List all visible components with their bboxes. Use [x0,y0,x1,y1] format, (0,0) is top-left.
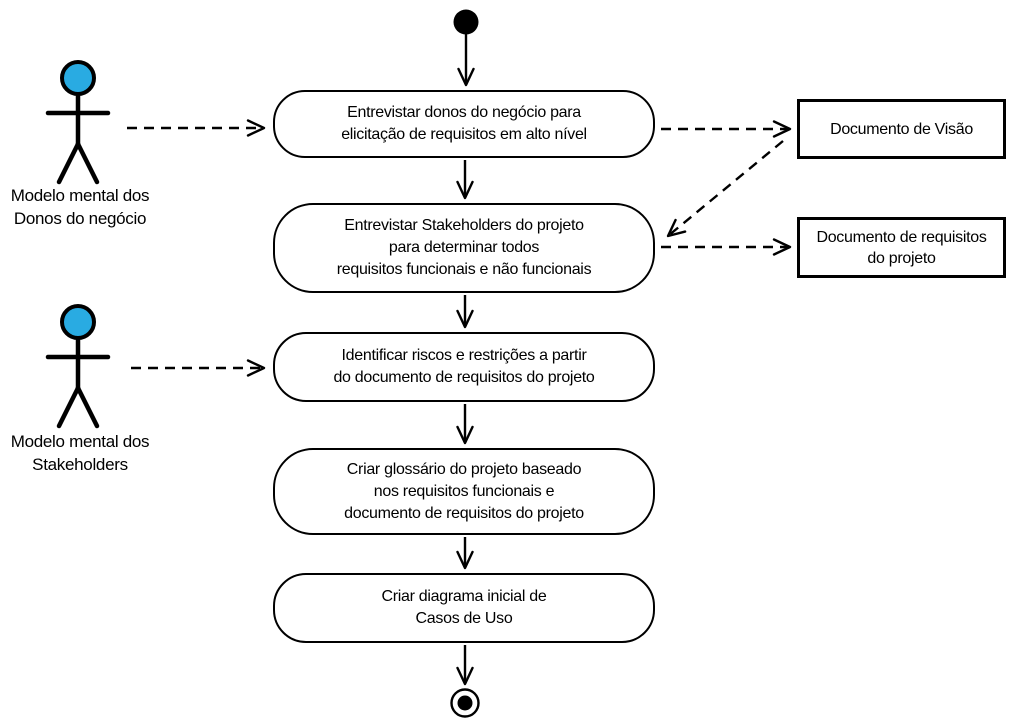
activity-entrevistar-donos-negocio: Entrevistar donos do negócio para elicit… [273,90,655,158]
activity-entrevistar-stakeholders: Entrevistar Stakeholders do projeto para… [273,203,655,293]
activity-text-line: Criar diagrama inicial de [381,588,547,605]
actor-label-line: Modelo mental dos [10,432,150,451]
actor-donos-do-negocio-label: Modelo mental dos Donos do negócio [0,184,160,230]
initial-node [453,9,479,35]
documento-de-requisitos-box: Documento de requisitos do projeto [797,217,1006,278]
actor-label-line: Stakeholders [32,455,128,474]
actor-right-leg-icon [75,385,100,429]
actor-left-leg-icon [56,141,81,185]
activity-text-line: Identificar riscos e restrições a partir [341,347,587,364]
activity-text-line: Casos de Uso [415,610,513,627]
activity-text-line: Entrevistar donos do negócio para [347,104,581,121]
activity-criar-glossario: Criar glossário do projeto baseado nos r… [273,448,655,535]
document-text-line: do projeto [867,249,936,267]
activity-text-line: Criar glossário do projeto baseado [346,460,582,478]
activity-text-line: nos requisitos funcionais e [373,482,555,500]
dashed-arrow-documento-visao-to-activity-2 [666,140,784,238]
actor-head-icon [60,304,96,340]
activity-text-line: documento de requisitos do projeto [344,504,584,522]
activity-text-line: para determinar todos [388,239,540,256]
actor-label-line: Donos do negócio [13,209,147,228]
actor-stakeholders-icon [45,304,111,429]
actor-right-leg-icon [75,141,100,185]
activity-text-line: Entrevistar Stakeholders do projeto [344,217,584,234]
final-node-inner-dot [457,695,473,711]
activity-text-line: requisitos funcionais e não funcionais [336,261,592,278]
actor-donos-do-negocio-icon [45,60,111,185]
actor-head-icon [60,60,96,96]
activity-criar-diagrama-casos-uso: Criar diagrama inicial de Casos de Uso [273,573,655,643]
documento-de-visao-box: Documento de Visão [797,99,1006,159]
activity-identificar-riscos: Identificar riscos e restrições a partir… [273,332,655,402]
final-node [450,688,480,718]
activity-text-line: elicitação de requisitos em alto nível [341,126,587,143]
actor-stakeholders-label: Modelo mental dos Stakeholders [0,430,160,476]
actor-label-line: Modelo mental dos [10,186,150,205]
actor-left-leg-icon [56,385,81,429]
document-text-line: Documento de requisitos [816,228,987,246]
document-text-line: Documento de Visão [830,120,973,138]
activity-text-line: do documento de requisitos do projeto [333,369,595,386]
